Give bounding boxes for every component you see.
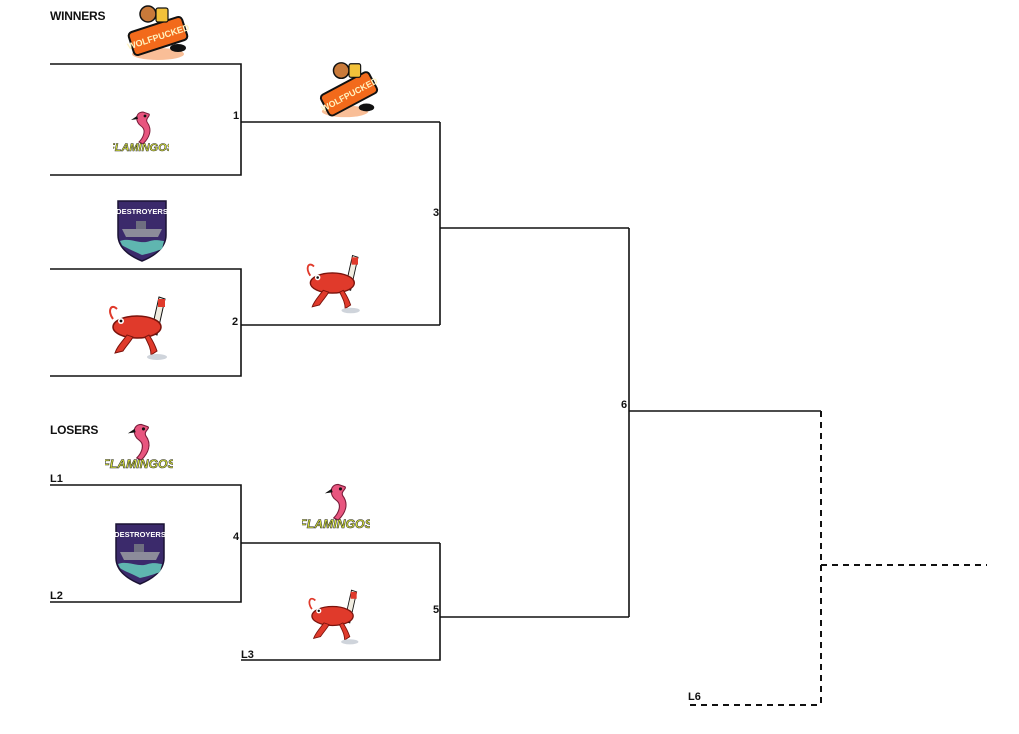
loser-slot-l3: L3 xyxy=(241,649,254,661)
game-2-number: 2 xyxy=(232,316,239,328)
destroyers-logo-icon: DESTROYERS xyxy=(110,520,170,586)
loser-slot-l1: L1 xyxy=(50,473,63,485)
game-5-bracket-line xyxy=(241,543,441,661)
flamingos-logo-icon: FLAMINGOS xyxy=(113,108,169,160)
crawfish-logo-icon xyxy=(107,291,175,363)
destroyers-logo-icon: DESTROYERS xyxy=(114,197,170,263)
svg-text:FLAMINGOS: FLAMINGOS xyxy=(302,517,370,531)
loser-slot-l6: L6 xyxy=(688,691,701,703)
svg-text:DESTROYERS: DESTROYERS xyxy=(116,207,168,216)
crawfish-logo-icon xyxy=(302,585,370,647)
svg-text:FLAMINGOS: FLAMINGOS xyxy=(105,457,173,471)
game-5-number: 5 xyxy=(433,604,440,616)
game-1-number: 1 xyxy=(233,110,240,122)
game-1-bracket-line xyxy=(50,63,242,176)
flamingos-logo-icon: FLAMINGOS xyxy=(105,420,173,478)
svg-text:DESTROYERS: DESTROYERS xyxy=(114,530,166,539)
crawfish-logo-icon xyxy=(302,250,370,316)
flamingos-logo-icon: FLAMINGOS xyxy=(302,480,370,538)
losers-section-label: LOSERS xyxy=(50,423,99,437)
game-4-number: 4 xyxy=(233,531,240,543)
game-3-number: 3 xyxy=(433,207,440,219)
game-2-bracket-line xyxy=(50,268,242,377)
wolfpucked-logo-icon: WOLFPUCKED xyxy=(124,2,192,62)
game-6-number: 6 xyxy=(621,399,628,411)
wolfpucked-logo-icon: WOLFPUCKED xyxy=(316,58,382,120)
winners-section-label: WINNERS xyxy=(50,9,106,23)
loser-slot-l2: L2 xyxy=(50,590,63,602)
svg-text:FLAMINGOS: FLAMINGOS xyxy=(113,142,169,154)
